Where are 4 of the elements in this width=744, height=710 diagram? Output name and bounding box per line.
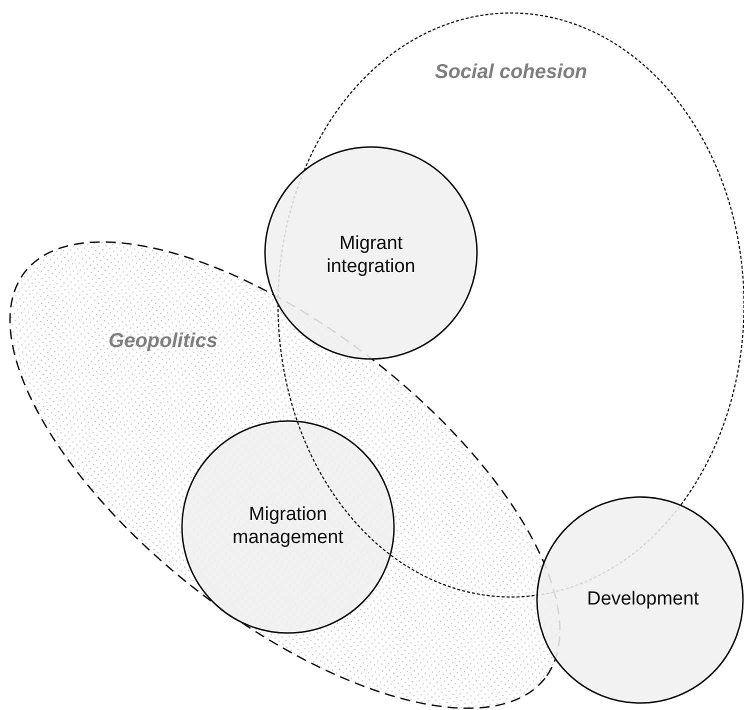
circle-label: Migrant integration [326, 233, 416, 279]
circle-label: Migration management [232, 504, 344, 550]
circle-label: Development [586, 588, 700, 612]
ellipse-heading: Social cohesion [434, 60, 588, 84]
